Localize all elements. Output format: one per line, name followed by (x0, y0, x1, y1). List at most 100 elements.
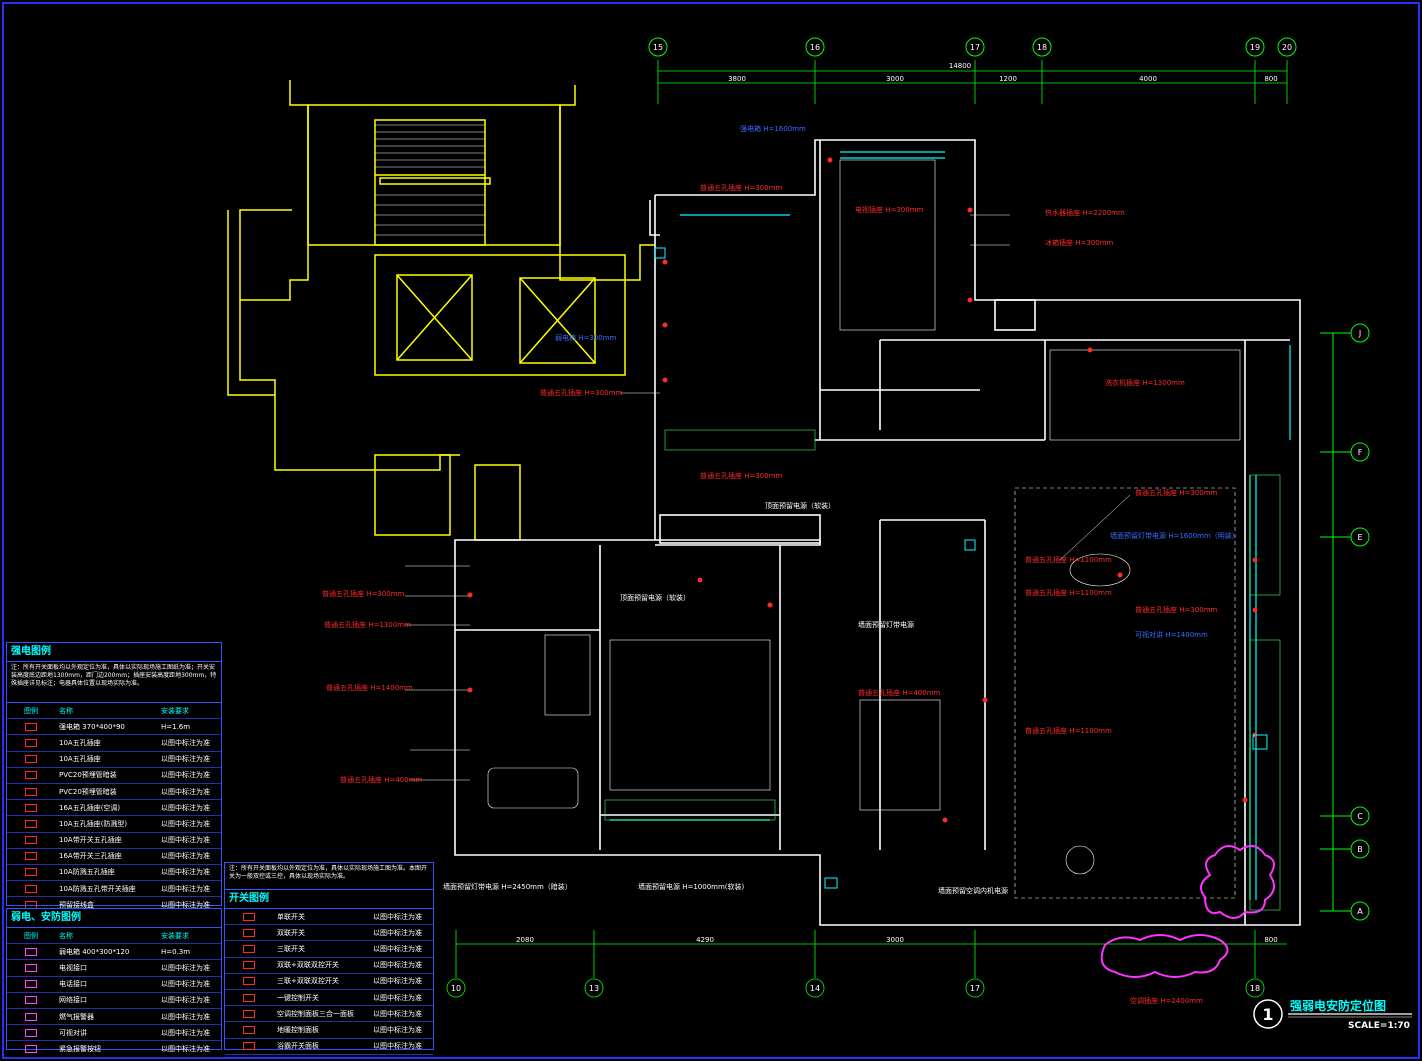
socket-icon (243, 912, 255, 921)
legend-symbol (225, 944, 273, 953)
stair-treads (375, 124, 485, 236)
legend-symbol (7, 819, 55, 828)
legend-requirement: 以图中标注为准 (161, 852, 210, 861)
legend-name: PVC20预埋管暗装 (59, 787, 117, 796)
legend-symbol (7, 980, 55, 989)
label-light-strip: 墙面预留灯带电源 (858, 620, 914, 629)
legend-row: 三联开关以图中标注为准 (225, 941, 433, 958)
legend-name: 燃气报警器 (59, 1012, 94, 1021)
legend-requirement: 以图中标注为准 (373, 1025, 422, 1034)
legend-requirement: 以图中标注为准 (161, 900, 210, 909)
red-socket-labels: 普通五孔插座 H=300mm 普通五孔插座 H=1300mm 普通五孔插座 H=… (322, 183, 1218, 1005)
legend-symbol (7, 787, 55, 796)
legend-requirement: H=1.6m (161, 722, 191, 731)
legend-symbol (225, 1025, 273, 1034)
dim-bottom-seg-2: 4290 (696, 936, 714, 944)
legend-requirement: 以图中标注为准 (161, 836, 210, 845)
label-socket-3: 普通五孔插座 H=1400mm (326, 683, 413, 692)
legend-requirement: 以图中标注为准 (161, 771, 210, 780)
legend-name: 电视接口 (59, 963, 87, 972)
legend-name: 16A五孔插座(空调) (59, 803, 121, 812)
legend-row: 浴霸开关面板以图中标注为准 (225, 1039, 433, 1055)
socket-icon (25, 803, 37, 812)
legend-requirement: 以图中标注为准 (161, 755, 210, 764)
furniture (487, 159, 1241, 875)
legend-symbol (225, 1042, 273, 1051)
legend-row: 电话接口以图中标注为准 (7, 977, 221, 993)
grid-label-top-1: 15 (653, 43, 663, 52)
socket-icon (25, 771, 37, 780)
legend-symbol (225, 1009, 273, 1018)
grid-label-top-3: 17 (970, 43, 980, 52)
label-socket-8: 普通五孔插座 H=300mm (1135, 488, 1218, 497)
header-name: 名称 (59, 931, 73, 940)
header-name: 名称 (59, 706, 73, 715)
legend-strong-note: 注：所有开关面板均以外观定位为准，具体以实际现场施工图纸为准；开关安装高度底边距… (7, 662, 221, 703)
legend-requirement: 以图中标注为准 (373, 1042, 422, 1051)
legend-row: 地暖控制面板以图中标注为准 (225, 1022, 433, 1039)
legend-strong-header: 图例 名称 安装要求 (7, 703, 221, 720)
socket-icon (25, 819, 37, 828)
socket-icon (25, 868, 37, 877)
legend-symbol (7, 852, 55, 861)
dim-top-seg-3: 1200 (999, 75, 1017, 83)
legend-symbol (7, 884, 55, 893)
legend-requirement: 以图中标注为准 (161, 738, 210, 747)
label-socket-4: 普通五孔插座 H=400mm (340, 775, 423, 784)
label-socket-1: 普通五孔插座 H=300mm (322, 589, 405, 598)
legend-symbol (225, 928, 273, 937)
dim-bottom-seg-4: 800 (1264, 936, 1277, 944)
legend-row: 单联开关以图中标注为准 (225, 909, 433, 926)
grid-label-top-5: 19 (1250, 43, 1260, 52)
dim-bottom-segments: 2080 4290 3000 800 (516, 936, 1278, 944)
legend-symbol (225, 912, 273, 921)
grid-label-right-1: J (1358, 329, 1361, 338)
socket-icon (25, 980, 37, 989)
header-symbol: 图例 (24, 931, 38, 940)
socket-icon (25, 852, 37, 861)
legend-name: 单联开关 (277, 912, 305, 921)
grid-label-right-4: C (1357, 812, 1363, 821)
top-grid-labels: 15 16 17 18 19 20 (653, 43, 1292, 52)
legend-requirement: 以图中标注为准 (161, 787, 210, 796)
legend-symbol (7, 738, 55, 747)
grid-label-right-3: E (1357, 533, 1362, 542)
label-socket-9: 普通五孔插座 H=1100mm (1025, 726, 1112, 735)
revision-clouds (1100, 845, 1275, 978)
socket-icon (25, 722, 37, 731)
socket-icon (25, 1044, 37, 1053)
header-requirement: 安装要求 (161, 706, 189, 715)
legend-row: PVC20预埋管暗装以图中标注为准 (7, 768, 221, 784)
blue-weak-labels: 墙面预留灯带电源 H=1600mm（明装） 强电箱 H=1600mm 弱电箱 H… (555, 124, 1239, 639)
legend-name: 16A带开关三孔插座 (59, 852, 122, 861)
label-weak-box: 弱电箱 H=300mm (555, 333, 617, 342)
bottom-grid-labels: 10 13 14 17 18 (451, 984, 1260, 993)
label-washer: 洗衣机插座 H=1300mm (1105, 378, 1185, 387)
socket-icon (25, 947, 37, 956)
grid-label-bottom-5: 18 (1250, 984, 1260, 993)
label-tv-socket: 电视插座 H=300mm (855, 205, 924, 214)
legend-requirement: 以图中标注为准 (373, 1009, 422, 1018)
grid-label-right-6: A (1357, 907, 1363, 916)
legend-row: 16A带开关三孔插座 以图中标注为准 (7, 849, 221, 865)
legend-switch: 注：所有开关面板均以外观定位为准，具体以实际现场施工图为准。本图开关为一般双控或… (224, 862, 434, 1055)
legend-name: 10A五孔插座 (59, 738, 101, 747)
grid-label-right-2: F (1358, 448, 1363, 457)
label-socket-13: 普通五孔插座 H=300mm (700, 471, 783, 480)
legend-requirement: 以图中标注为准 (161, 884, 210, 893)
legend-symbol (7, 868, 55, 877)
legend-requirement: 以图中标注为准 (161, 996, 210, 1005)
socket-icon (25, 738, 37, 747)
grid-label-bottom-2: 13 (589, 984, 599, 993)
label-socket-2: 普通五孔插座 H=1300mm (324, 620, 411, 629)
legend-row: 10A五孔插座以图中标注为准 (7, 752, 221, 768)
legend-requirement: 以图中标注为准 (373, 993, 422, 1002)
dim-top-total: 14800 (949, 62, 971, 70)
legend-row: 10A带开关五孔插座以图中标注为准 (7, 833, 221, 849)
legend-name: 三联+双联双控开关 (277, 977, 339, 986)
legend-requirement: 以图中标注为准 (373, 961, 422, 970)
legend-symbol (7, 722, 55, 731)
ceiling-outline (1014, 487, 1236, 899)
